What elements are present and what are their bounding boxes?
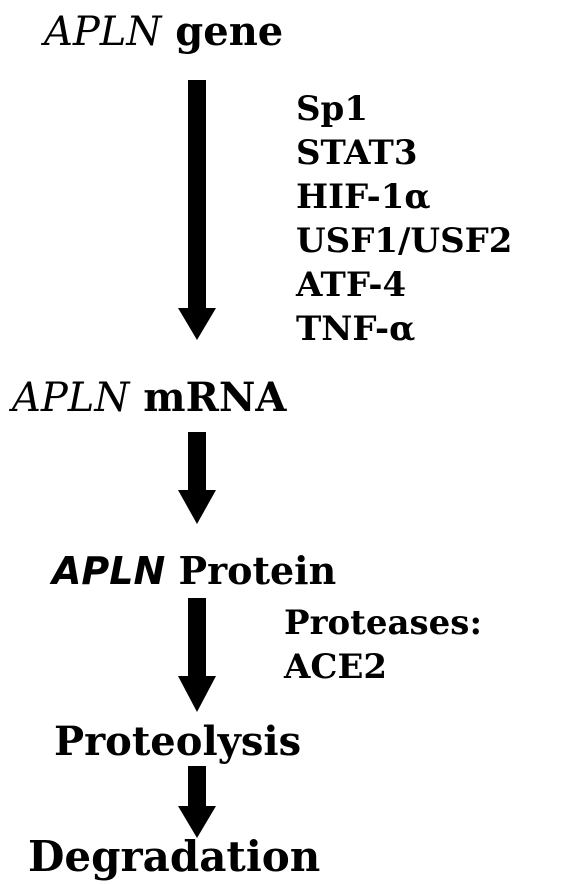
gene-symbol: APLN bbox=[12, 375, 130, 421]
regulator-item: STAT3 bbox=[296, 133, 418, 173]
node-degradation: Degradation bbox=[28, 836, 320, 878]
node-label: mRNA bbox=[129, 374, 287, 421]
arrow-protein-to-proteolysis bbox=[178, 598, 216, 712]
regulator-item: ATF-4 bbox=[296, 265, 407, 305]
regulator-item: TNF-α bbox=[296, 309, 416, 349]
node-apln-gene: APLN gene bbox=[44, 9, 283, 55]
arrow-gene-to-mrna bbox=[178, 80, 216, 340]
regulator-item: HIF-1α bbox=[296, 177, 431, 217]
arrow-proteolysis-to-degradation bbox=[178, 766, 216, 838]
node-apln-protein: APLN Protein bbox=[52, 549, 336, 593]
node-label: gene bbox=[161, 8, 284, 55]
protease-item: ACE2 bbox=[284, 647, 388, 687]
regulators-list: Sp1 STAT3 HIF-1α USF1/USF2 ATF-4 TNF-α bbox=[296, 92, 512, 356]
proteases-title: Proteases: bbox=[284, 603, 482, 643]
node-proteolysis: Proteolysis bbox=[54, 722, 301, 762]
gene-symbol: APLN bbox=[52, 549, 166, 593]
node-label: Degradation bbox=[28, 832, 321, 881]
gene-symbol: APLN bbox=[44, 9, 162, 55]
arrow-mrna-to-protein bbox=[178, 432, 216, 524]
regulator-item: Sp1 bbox=[296, 89, 368, 129]
node-apln-mrna: APLN mRNA bbox=[12, 375, 286, 421]
node-label: Proteolysis bbox=[54, 718, 302, 765]
regulator-item: USF1/USF2 bbox=[296, 221, 513, 261]
proteases-list: Proteases: ACE2 bbox=[284, 606, 482, 694]
node-label: Protein bbox=[165, 548, 337, 593]
